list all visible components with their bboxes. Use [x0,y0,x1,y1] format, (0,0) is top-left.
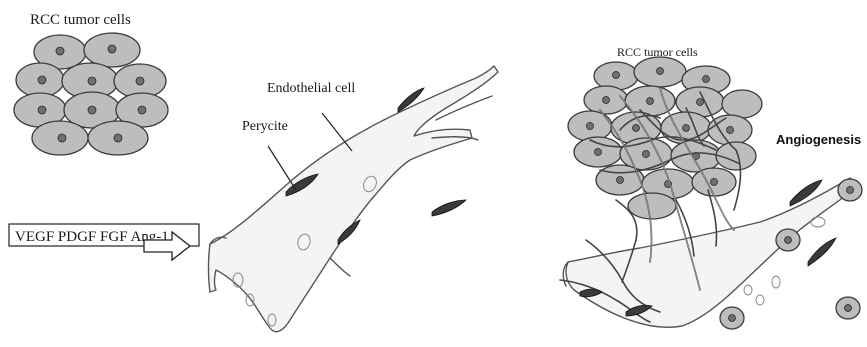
endothelial-cell-label: Endothelial cell [267,81,355,96]
endothelial-leader-line [322,113,352,151]
tumor-cell-cluster-right [568,57,762,219]
pericyte-leader-line [268,146,296,190]
pericyte-label: Perycite [242,119,288,134]
tumor-cell-cluster-left [14,33,168,155]
rcc-tumor-cells-label-left: RCC tumor cells [30,12,131,28]
angiogenesis-label: Angiogenesis [776,132,861,147]
blood-vessel [209,66,499,332]
